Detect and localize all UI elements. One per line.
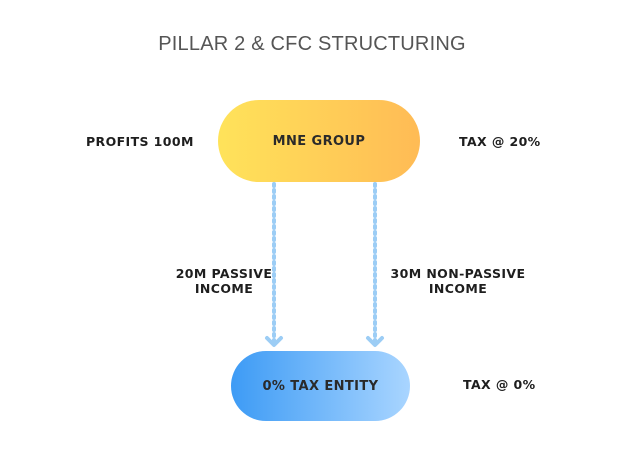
zero-tax-entity-label: 0% TAX ENTITY	[262, 378, 379, 394]
mne-group-label: MNE GROUP	[272, 133, 366, 149]
passive-income-label: 20M PASSIVE INCOME	[164, 266, 284, 296]
mne-group-node: MNE GROUP	[218, 100, 420, 182]
parent-tax-label: TAX @ 20%	[459, 134, 541, 149]
non-passive-income-line1: 30M NON-PASSIVE	[390, 266, 526, 281]
passive-income-line1: 20M PASSIVE	[175, 266, 273, 281]
diagram-title: PILLAR 2 & CFC STRUCTURING	[158, 33, 466, 55]
zero-tax-entity-node: 0% TAX ENTITY	[231, 351, 410, 421]
profits-label: PROFITS 100M	[86, 134, 194, 149]
passive-income-line2: INCOME	[194, 281, 254, 296]
subsidiary-tax-label: TAX @ 0%	[463, 377, 536, 392]
non-passive-income-line2: INCOME	[428, 281, 488, 296]
non-passive-income-label: 30M NON-PASSIVE INCOME	[384, 266, 532, 296]
non-passive-income-arrow	[366, 182, 384, 347]
passive-income-arrow	[265, 182, 283, 347]
